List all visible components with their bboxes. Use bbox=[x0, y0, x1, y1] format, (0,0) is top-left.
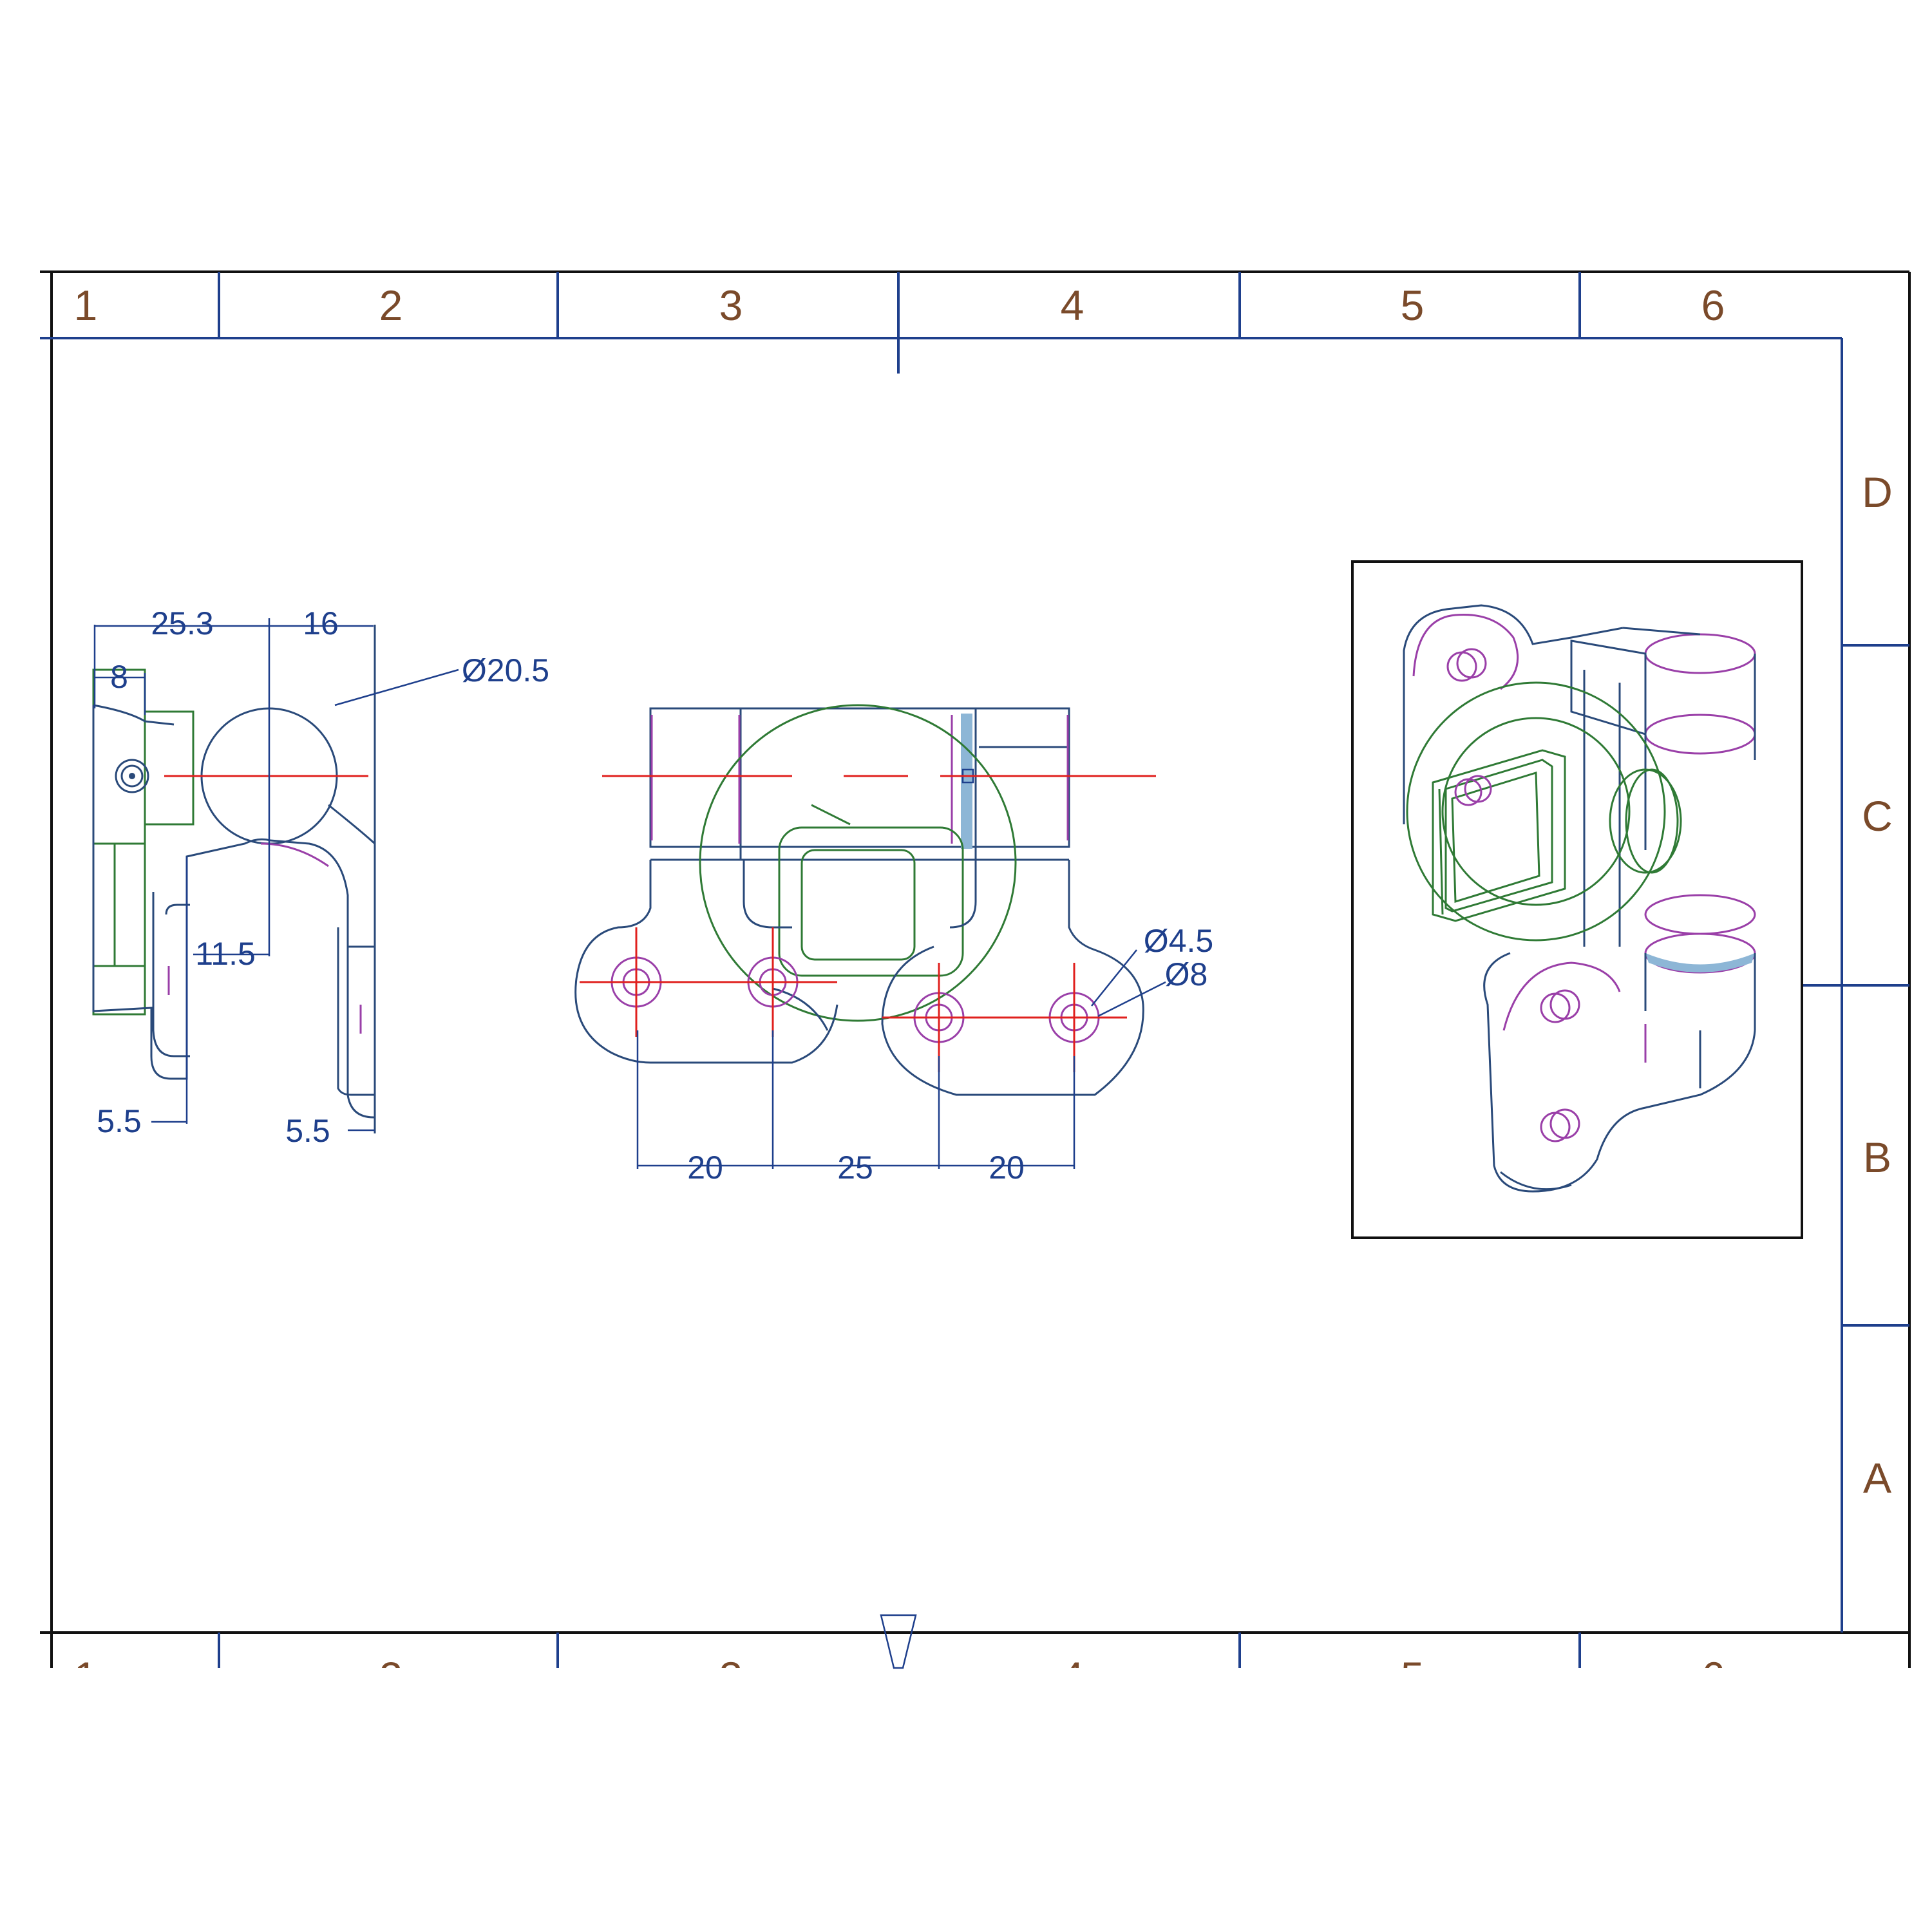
dim-dia-20-5: Ø20.5 bbox=[462, 652, 549, 688]
zone-col-6: 6 bbox=[1701, 281, 1725, 329]
dim-16: 16 bbox=[303, 605, 339, 641]
dim-dia-4-5: Ø4.5 bbox=[1144, 923, 1213, 959]
zone-col-1-bottom: 1 bbox=[74, 1653, 98, 1701]
zone-row-b: B bbox=[1863, 1133, 1891, 1181]
dim-11-5: 11.5 bbox=[195, 936, 256, 972]
zone-row-a: A bbox=[1863, 1454, 1891, 1502]
dim-20-left: 20 bbox=[687, 1150, 723, 1186]
zone-col-4-bottom: 4 bbox=[1061, 1653, 1084, 1701]
zone-col-4: 4 bbox=[1061, 281, 1084, 329]
dim-5-5-left: 5.5 bbox=[97, 1103, 142, 1139]
zone-col-2-bottom: 2 bbox=[379, 1653, 403, 1701]
dim-8: 8 bbox=[110, 659, 128, 695]
zone-col-3: 3 bbox=[719, 281, 743, 329]
zone-col-5-bottom: 5 bbox=[1401, 1653, 1425, 1701]
dim-20-right: 20 bbox=[989, 1150, 1025, 1186]
zone-col-3-bottom: 3 bbox=[719, 1653, 743, 1701]
dim-25-3: 25.3 bbox=[151, 605, 213, 641]
zone-row-c: C bbox=[1862, 792, 1893, 840]
dim-dia-8: Ø8 bbox=[1165, 956, 1208, 992]
front-view bbox=[574, 704, 1166, 1169]
zone-col-6-bottom: 6 bbox=[1701, 1653, 1725, 1701]
dim-25: 25 bbox=[837, 1150, 873, 1186]
bottom-zone-strip: 1 2 3 4 5 6 bbox=[74, 1653, 1725, 1701]
zone-col-5: 5 bbox=[1401, 281, 1425, 329]
side-view bbox=[92, 618, 459, 1133]
zone-col-2: 2 bbox=[379, 281, 403, 329]
zone-row-d: D bbox=[1862, 468, 1893, 516]
sheet-frame bbox=[40, 270, 1911, 1669]
zone-col-1: 1 bbox=[74, 281, 98, 329]
dim-5-5-right: 5.5 bbox=[285, 1113, 330, 1149]
isometric-view bbox=[1351, 560, 1803, 1239]
